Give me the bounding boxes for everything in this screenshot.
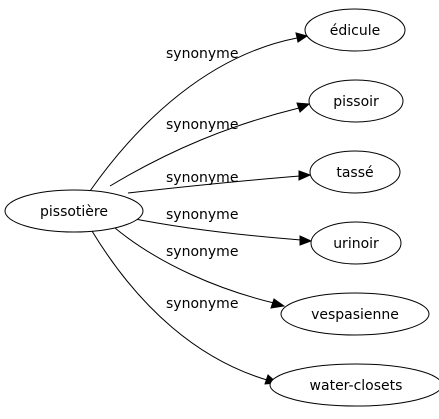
edge-line: [129, 217, 302, 241]
edge-line: [127, 175, 301, 194]
node-label: édicule: [330, 23, 380, 39]
nodes: pissotière édicule pissoir tassé urinoir…: [4, 8, 439, 407]
edge-label: synonyme: [166, 296, 238, 312]
node-shape: [4, 189, 144, 233]
edge-to-tasse: synonyme: [127, 170, 312, 194]
node-label: water-closets: [310, 378, 403, 394]
edge-to-vespasienne: synonyme: [114, 227, 286, 309]
edge-to-pissoir: synonyme: [109, 102, 311, 187]
edge-label: synonyme: [166, 46, 238, 62]
node-shape: [309, 150, 401, 194]
node-label: vespasienne: [311, 307, 399, 323]
node-label: tassé: [336, 165, 373, 181]
node-label: pissotière: [40, 204, 108, 220]
node-shape: [308, 79, 404, 123]
arrowhead: [299, 235, 313, 246]
arrowhead: [270, 298, 286, 309]
node-edicule: édicule: [304, 8, 406, 52]
node-label: urinoir: [333, 236, 379, 252]
node-shape: [304, 8, 406, 52]
node-shape: [280, 292, 430, 336]
arrowhead: [296, 102, 311, 113]
edge-line: [89, 37, 298, 192]
edge-to-water-closets: synonyme: [91, 230, 279, 385]
node-urinoir: urinoir: [310, 221, 402, 265]
node-tasse: tassé: [309, 150, 401, 194]
node-label: pissoir: [333, 94, 379, 110]
node-vespasienne: vespasienne: [280, 292, 430, 336]
edge-label: synonyme: [166, 207, 238, 223]
node-shape: [310, 221, 402, 265]
node-shape: [269, 363, 439, 407]
edge-line: [114, 227, 275, 304]
node-root: pissotière: [4, 189, 144, 233]
node-water-closets: water-closets: [269, 363, 439, 407]
arrowhead: [295, 32, 309, 43]
edge-to-edicule: synonyme: [89, 32, 309, 192]
edge-label: synonyme: [166, 244, 238, 260]
edge-label: synonyme: [166, 117, 238, 133]
edge-line: [109, 107, 300, 187]
edge-to-urinoir: synonyme: [129, 207, 313, 246]
edge-line: [91, 230, 268, 381]
node-pissoir: pissoir: [308, 79, 404, 123]
arrowhead: [298, 170, 312, 181]
edges: synonyme synonyme synonyme synonyme syno…: [89, 32, 313, 385]
edge-label: synonyme: [166, 170, 238, 186]
